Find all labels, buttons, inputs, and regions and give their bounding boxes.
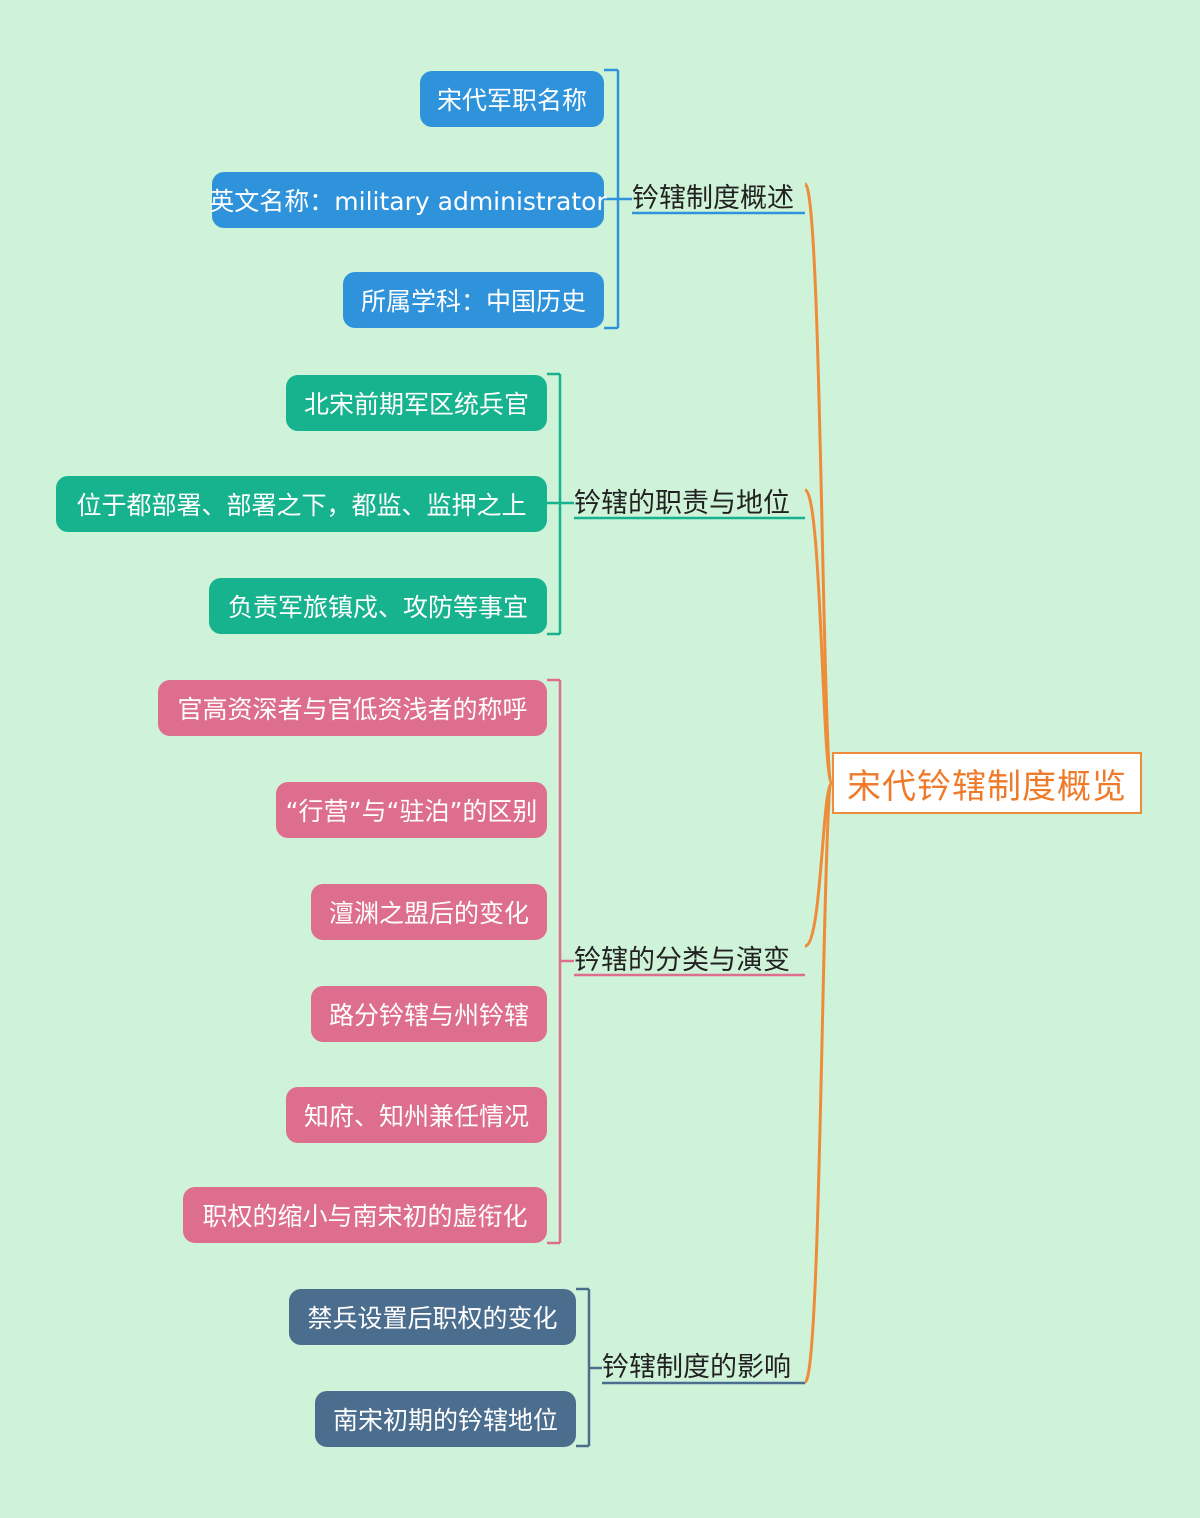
leaf-node[interactable]: 澶渊之盟后的变化	[311, 884, 547, 940]
leaf-node[interactable]: 北宋前期军区统兵官	[286, 375, 547, 431]
branch-topic-duties[interactable]: 钤辖的职责与地位	[574, 488, 790, 519]
branch-topic-overview[interactable]: 钤辖制度概述	[632, 183, 794, 214]
root-link-3	[804, 781, 834, 948]
branch-topic-classification[interactable]: 钤辖的分类与演变	[574, 945, 790, 976]
bracket-2	[547, 372, 574, 636]
bracket-4	[576, 1287, 602, 1448]
leaf-node[interactable]: 职权的缩小与南宋初的虚衔化	[183, 1187, 547, 1243]
bracket-3	[547, 678, 574, 1245]
root-link-1	[803, 182, 834, 785]
leaf-node[interactable]: 宋代军职名称	[420, 71, 604, 127]
root-link-2	[803, 488, 834, 785]
leaf-node[interactable]: 路分钤辖与州钤辖	[311, 986, 547, 1042]
leaf-node[interactable]: 知府、知州兼任情况	[286, 1087, 547, 1143]
leaf-node[interactable]: 官高资深者与官低资浅者的称呼	[158, 680, 547, 736]
leaf-node[interactable]: 禁兵设置后职权的变化	[289, 1289, 576, 1345]
leaf-node[interactable]: 所属学科：中国历史	[343, 272, 604, 328]
branch-topic-influence[interactable]: 钤辖制度的影响	[602, 1352, 791, 1383]
root-link-4	[803, 781, 834, 1384]
leaf-node[interactable]: “行营”与“驻泊”的区别	[276, 782, 547, 838]
leaf-node[interactable]: 位于都部署、部署之下，都监、监押之上	[56, 476, 547, 532]
leaf-node[interactable]: 英文名称：military administrator	[209, 172, 607, 228]
bracket-1	[604, 68, 632, 330]
root-topic[interactable]: 宋代钤辖制度概览	[832, 752, 1142, 814]
leaf-node[interactable]: 南宋初期的钤辖地位	[315, 1391, 576, 1447]
leaf-node[interactable]: 负责军旅镇戍、攻防等事宜	[209, 578, 547, 634]
